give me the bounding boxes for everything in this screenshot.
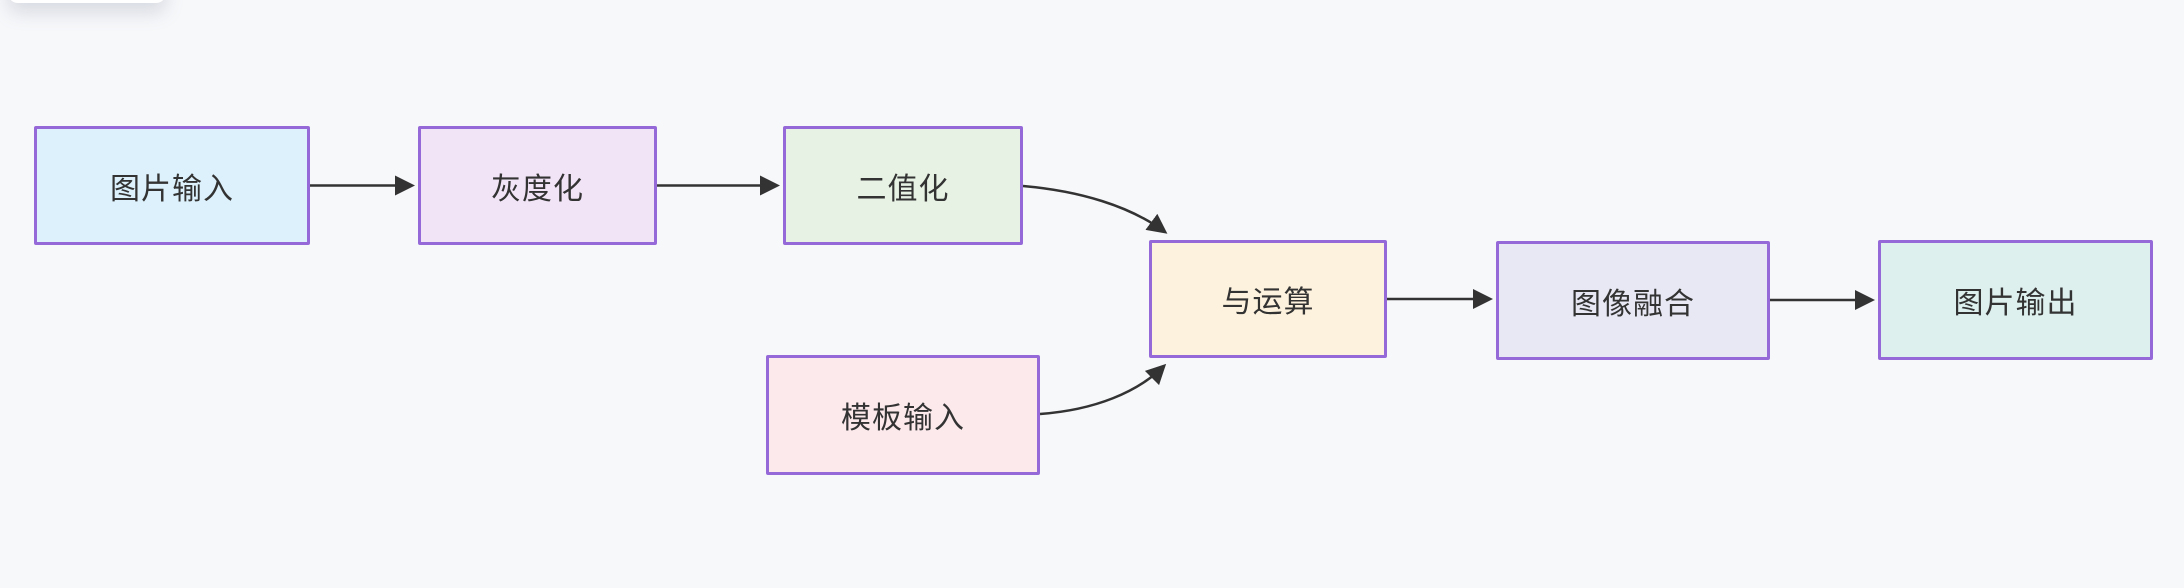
node-label: 图片输出 xyxy=(1953,287,2078,320)
edge-binarization-to-and-operation[interactable] xyxy=(1022,184,1168,234)
node-image-input[interactable]: 图片输入 xyxy=(34,126,310,245)
cropped-toolbar xyxy=(8,0,166,3)
node-image-fusion[interactable]: 图像融合 xyxy=(1496,241,1770,360)
node-label: 图像融合 xyxy=(1571,287,1695,321)
node-label: 灰度化 xyxy=(491,172,584,206)
node-template-input[interactable]: 模板输入 xyxy=(766,355,1040,475)
node-grayscale[interactable]: 灰度化 xyxy=(418,126,657,245)
edge-template-input-to-and-operation[interactable] xyxy=(1039,363,1167,416)
node-label: 模板输入 xyxy=(841,402,965,435)
node-image-output[interactable]: 图片输出 xyxy=(1878,240,2153,360)
node-and-operation[interactable]: 与运算 xyxy=(1149,240,1387,358)
node-label: 二值化 xyxy=(856,172,950,206)
node-label: 与运算 xyxy=(1221,286,1315,319)
node-label: 图片输入 xyxy=(110,172,234,206)
node-binarization[interactable]: 二值化 xyxy=(783,126,1023,245)
